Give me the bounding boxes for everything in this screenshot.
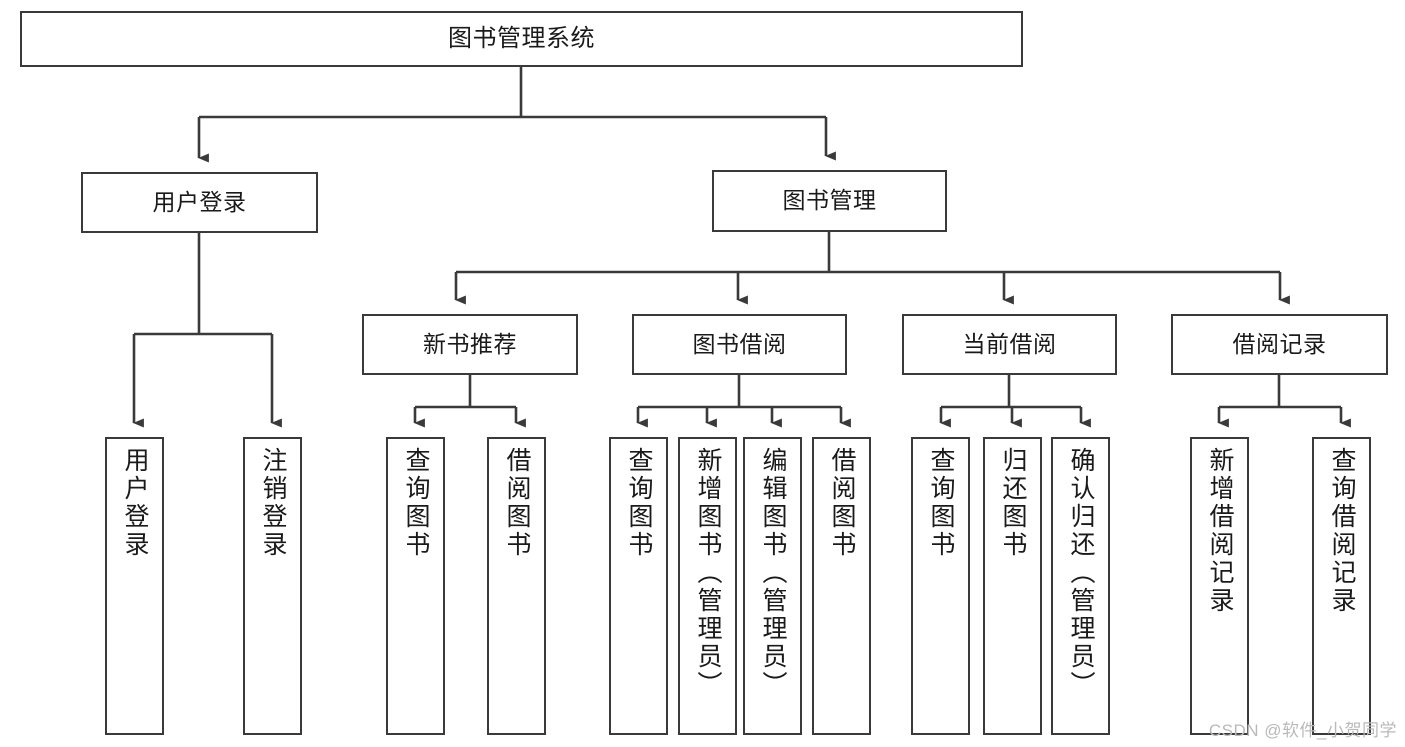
leaf-add-book-admin[interactable]: 新增图书（管理员） xyxy=(678,437,737,735)
node-root[interactable]: 图书管理系统 xyxy=(20,11,1023,67)
node-current-borrow[interactable]: 当前借阅 xyxy=(902,314,1117,375)
node-user-login[interactable]: 用户登录 xyxy=(81,172,318,233)
leaf-query-book-current-label: 查询图书 xyxy=(927,447,955,559)
leaf-confirm-return-admin-label: 确认归还（管理员） xyxy=(1067,447,1095,699)
leaf-query-borrow-record-label: 查询借阅记录 xyxy=(1328,447,1356,615)
leaf-borrow-book-recommend[interactable]: 借阅图书 xyxy=(487,437,546,735)
leaf-borrow-book-label: 借阅图书 xyxy=(828,447,856,559)
node-new-book-recommend[interactable]: 新书推荐 xyxy=(362,314,578,375)
node-borrow-record-label: 借阅记录 xyxy=(1232,330,1327,357)
leaf-add-borrow-record[interactable]: 新增借阅记录 xyxy=(1190,437,1249,735)
leaf-edit-book-admin[interactable]: 编辑图书（管理员） xyxy=(743,437,802,735)
leaf-borrow-book-recommend-label: 借阅图书 xyxy=(503,447,531,559)
node-book-borrow[interactable]: 图书借阅 xyxy=(632,314,847,375)
node-current-borrow-label: 当前借阅 xyxy=(962,330,1057,357)
leaf-return-book[interactable]: 归还图书 xyxy=(983,437,1042,735)
leaf-add-book-admin-label: 新增图书（管理员） xyxy=(694,447,722,699)
node-user-login-label: 用户登录 xyxy=(152,188,247,215)
leaf-add-borrow-record-label: 新增借阅记录 xyxy=(1206,447,1234,615)
leaf-query-book-borrow[interactable]: 查询图书 xyxy=(609,437,668,735)
leaf-query-book-recommend-label: 查询图书 xyxy=(402,447,430,559)
node-book-management[interactable]: 图书管理 xyxy=(712,170,947,232)
leaf-query-borrow-record[interactable]: 查询借阅记录 xyxy=(1312,437,1371,735)
leaf-query-book-current[interactable]: 查询图书 xyxy=(911,437,970,735)
leaf-borrow-book[interactable]: 借阅图书 xyxy=(812,437,871,735)
leaf-user-login-label: 用户登录 xyxy=(121,447,149,559)
leaf-query-book-recommend[interactable]: 查询图书 xyxy=(386,437,445,735)
leaf-confirm-return-admin[interactable]: 确认归还（管理员） xyxy=(1051,437,1110,735)
leaf-return-book-label: 归还图书 xyxy=(999,447,1027,559)
node-borrow-record[interactable]: 借阅记录 xyxy=(1171,314,1388,375)
leaf-user-login[interactable]: 用户登录 xyxy=(105,437,164,735)
leaf-logout-label: 注销登录 xyxy=(259,447,287,559)
node-book-management-label: 图书管理 xyxy=(782,187,877,214)
leaf-query-book-borrow-label: 查询图书 xyxy=(625,447,653,559)
leaf-logout[interactable]: 注销登录 xyxy=(243,437,302,735)
node-book-borrow-label: 图书借阅 xyxy=(692,330,787,357)
node-root-label: 图书管理系统 xyxy=(448,24,595,52)
leaf-edit-book-admin-label: 编辑图书（管理员） xyxy=(759,447,787,699)
node-new-book-recommend-label: 新书推荐 xyxy=(423,330,517,357)
